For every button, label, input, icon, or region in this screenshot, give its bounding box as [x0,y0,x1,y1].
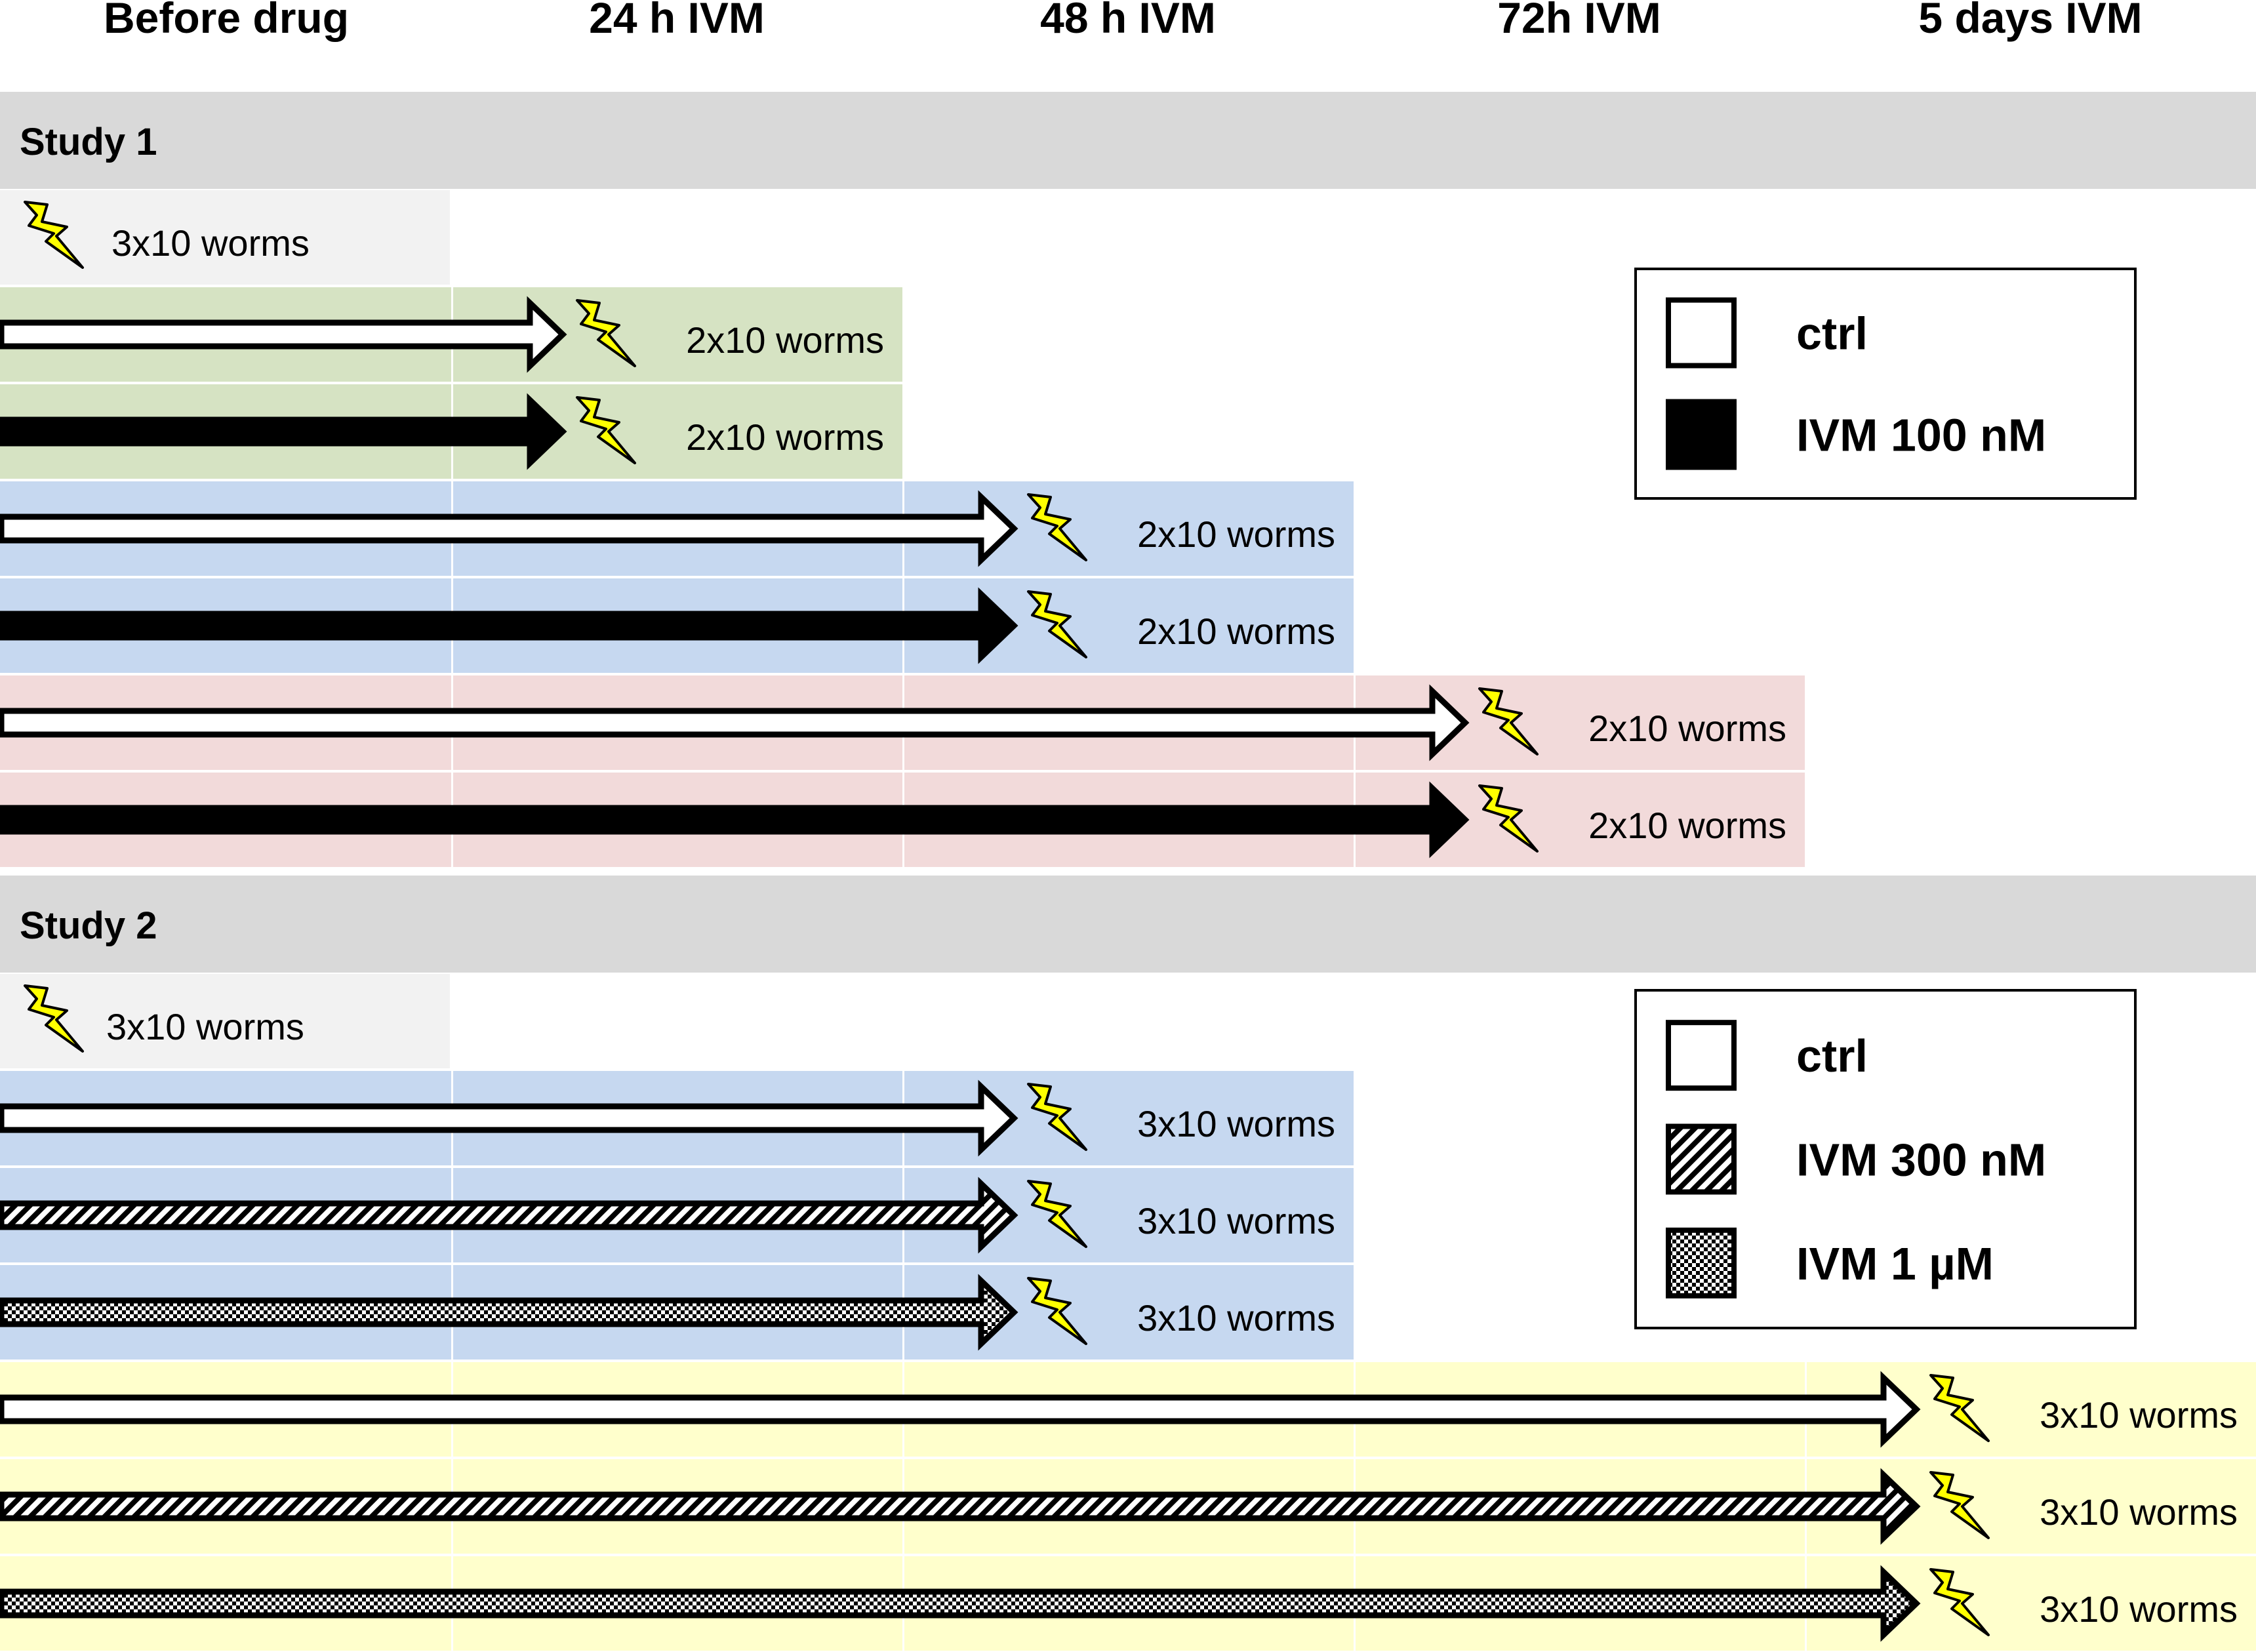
timepoint-headers: Before drug 24 h IVM 48 h IVM 72h IVM 5 … [104,0,2143,42]
header-24h: 24 h IVM [589,0,765,42]
study-title: Study 1 [20,121,157,163]
lightning-bolt-icon [1929,1374,1990,1442]
treatment-arrow [0,587,1018,664]
treatment-arrow [0,1565,1921,1642]
lightning-bolt-icon [1027,590,1087,658]
treatment-row: 3x10 worms [0,1362,2256,1457]
legend-swatch-black [1666,399,1737,470]
treatment-row: 2x10 worms [0,384,902,479]
legend-label: ctrl [1796,308,1868,359]
study-title: Study 2 [20,904,157,947]
treatment-arrow [0,1177,1018,1254]
treatment-arrow [0,781,1470,858]
legend-swatch-white [1666,1020,1737,1091]
lightning-bolt-icon [1478,784,1539,853]
worm-count-label: 3x10 worms [1137,1103,1335,1144]
study-band [0,876,2256,973]
study-2: Study 2 3x10 worms 3x10 worms 3x10 worms 3x1… [0,876,2256,1651]
legend-label: IVM 100 nM [1796,410,2046,461]
worm-count-label: 2x10 worms [1588,708,1786,749]
treatment-row: 3x10 worms [0,1071,1354,1165]
header-48h: 48 h IVM [1040,0,1216,42]
worm-count-label: 2x10 worms [686,319,884,361]
legend-label: IVM 300 nM [1796,1135,2046,1186]
worm-count-label: 3x10 worms [2040,1588,2238,1630]
baseline-cell [0,190,450,285]
treatment-row: 3x10 worms [0,1459,2256,1554]
worm-count-label: 3x10 worms [2040,1491,2238,1533]
treatment-arrow [0,684,1470,761]
treatment-arrow [0,393,567,470]
treatment-arrow [0,296,567,373]
worm-count-label: 3x10 worms [1137,1297,1335,1339]
lightning-bolt-icon [1478,687,1539,755]
baseline-cell [0,974,450,1068]
legend-swatch-white [1666,297,1737,369]
treatment-arrow [0,1371,1921,1448]
legend-swatch-hatch [1666,1123,1737,1195]
worm-count-label: 2x10 worms [686,416,884,458]
study-1: Study 1 3x10 worms 2x10 worms 2x10 worms 2x1… [0,92,2256,867]
treatment-row: 3x10 worms [0,1556,2256,1651]
lightning-bolt-icon [1027,1180,1087,1248]
treatment-arrow [0,1274,1018,1351]
baseline-label: 3x10 worms [111,222,310,264]
lightning-bolt-icon [1929,1568,1990,1636]
lightning-bolt-icon [576,396,636,464]
treatment-arrow [0,490,1018,567]
legend-label: ctrl [1796,1030,1868,1081]
treatment-row: 3x10 worms [0,1265,1354,1360]
legend-label: IVM 1 µM [1796,1238,1994,1289]
lightning-bolt-icon [1027,493,1087,561]
treatment-arrow [0,1079,1018,1157]
worm-count-label: 2x10 worms [1588,805,1786,846]
worm-count-label: 3x10 worms [1137,1200,1335,1241]
study-rows: Study 1 3x10 worms 2x10 worms 2x10 worms 2x1… [0,92,2256,1651]
header-72h: 72h IVM [1497,0,1661,42]
baseline-label: 3x10 worms [106,1006,304,1047]
lightning-bolt-icon [24,201,84,269]
lightning-bolt-icon [1027,1083,1087,1151]
lightning-bolt-icon [1027,1277,1087,1345]
treatment-row: 2x10 worms [0,773,1805,867]
treatment-row: 2x10 worms [0,675,1805,770]
treatment-row: 2x10 worms [0,481,1354,576]
treatment-row: 3x10 worms [0,1168,1354,1262]
treatment-row: 2x10 worms [0,287,902,382]
legend-swatch-checker [1666,1227,1737,1299]
header-before-drug: Before drug [104,0,349,42]
lightning-bolt-icon [1929,1471,1990,1539]
treatment-row: 2x10 worms [0,578,1354,673]
treatment-arrow [0,1468,1921,1545]
study-band [0,92,2256,189]
header-5-days: 5 days IVM [1918,0,2142,42]
lightning-bolt-icon [576,299,636,367]
lightning-bolt-icon [24,984,84,1053]
worm-count-label: 3x10 worms [2040,1394,2238,1436]
worm-count-label: 2x10 worms [1137,611,1335,652]
worm-count-label: 2x10 worms [1137,514,1335,555]
